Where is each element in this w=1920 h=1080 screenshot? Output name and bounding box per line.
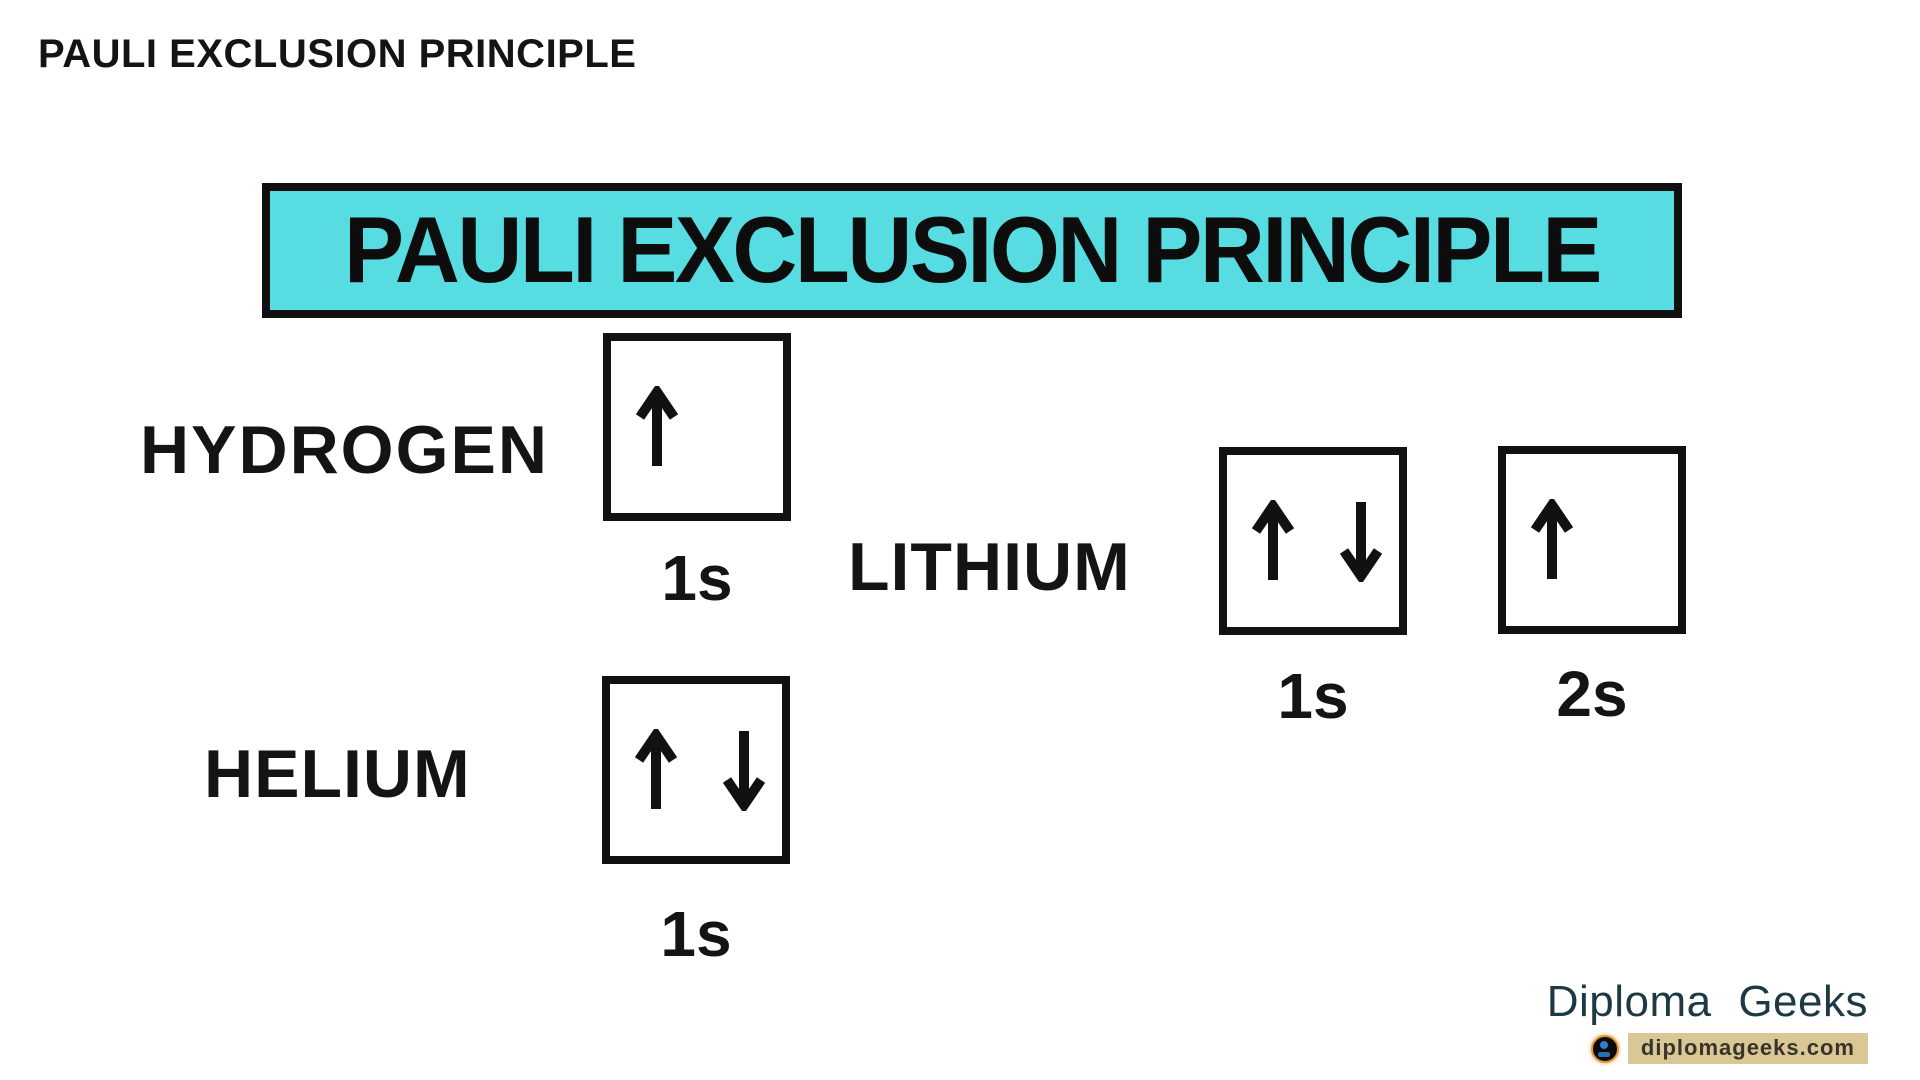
page-title: PAULI EXCLUSION PRINCIPLE xyxy=(38,32,637,76)
title-banner: PAULI EXCLUSION PRINCIPLE xyxy=(262,183,1682,318)
spin-down-arrow xyxy=(722,729,766,811)
helium-1s-orbital-label: 1s xyxy=(660,898,732,970)
title-banner-text: PAULI EXCLUSION PRINCIPLE xyxy=(344,198,1602,303)
hydrogen-label: HYDROGEN xyxy=(140,412,549,488)
lithium-label: LITHIUM xyxy=(848,529,1131,605)
hydrogen-1s-orbital-label: 1s xyxy=(661,542,733,614)
lithium-1s-orbital-box xyxy=(1219,447,1407,635)
graduation-cap-icon xyxy=(1590,1034,1619,1063)
badge-glyph-bottom xyxy=(1597,1051,1610,1057)
lithium-1s-orbital-label: 1s xyxy=(1277,660,1349,732)
badge-glyph-top xyxy=(1599,1040,1608,1049)
spin-up-arrow xyxy=(634,729,678,811)
branding: Diploma Geeks diplomageeks.com xyxy=(1547,980,1868,1064)
lithium-2s-orbital-box xyxy=(1498,446,1686,634)
lithium-2s-orbital-label: 2s xyxy=(1556,658,1628,730)
helium-label: HELIUM xyxy=(204,736,471,812)
spin-up-arrow xyxy=(635,386,679,468)
helium-1s-orbital-box xyxy=(602,676,790,864)
brand-website-row: diplomageeks.com xyxy=(1590,1033,1868,1064)
spin-up-arrow xyxy=(1530,499,1574,581)
website-pill: diplomageeks.com xyxy=(1627,1033,1868,1064)
hydrogen-1s-orbital-box xyxy=(603,333,791,521)
brand-name: Diploma Geeks xyxy=(1546,977,1868,1026)
spin-up-arrow xyxy=(1251,500,1295,582)
spin-down-arrow xyxy=(1339,500,1383,582)
